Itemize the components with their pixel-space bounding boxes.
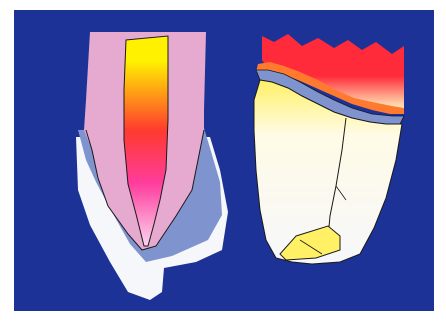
- diagram-canvas: [0, 0, 446, 321]
- dental-cross-section-diagram: [0, 0, 446, 321]
